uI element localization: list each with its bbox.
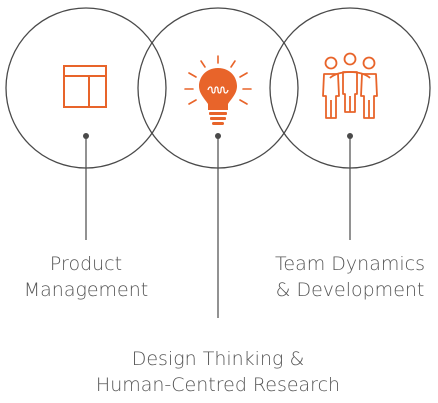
label-line: Team Dynamics	[275, 253, 425, 275]
label-line: Management	[23, 279, 149, 301]
team-people-icon	[322, 52, 378, 119]
label-line: Design Thinking &	[131, 348, 305, 370]
connector-dot-team	[347, 133, 353, 139]
label-product-management: Product Management	[6, 251, 166, 303]
lightbulb-icon	[184, 55, 252, 125]
label-line: Human-Centred Research	[95, 374, 341, 396]
label-team-dynamics: Team Dynamics & Development	[262, 251, 438, 303]
label-line: Product	[49, 253, 123, 275]
connector-dot-product	[83, 133, 89, 139]
layout-icon	[63, 65, 107, 108]
connector-dot-design	[215, 133, 221, 139]
label-design-thinking: Design Thinking & Human-Centred Research	[78, 346, 358, 398]
label-line: & Development	[275, 279, 425, 301]
